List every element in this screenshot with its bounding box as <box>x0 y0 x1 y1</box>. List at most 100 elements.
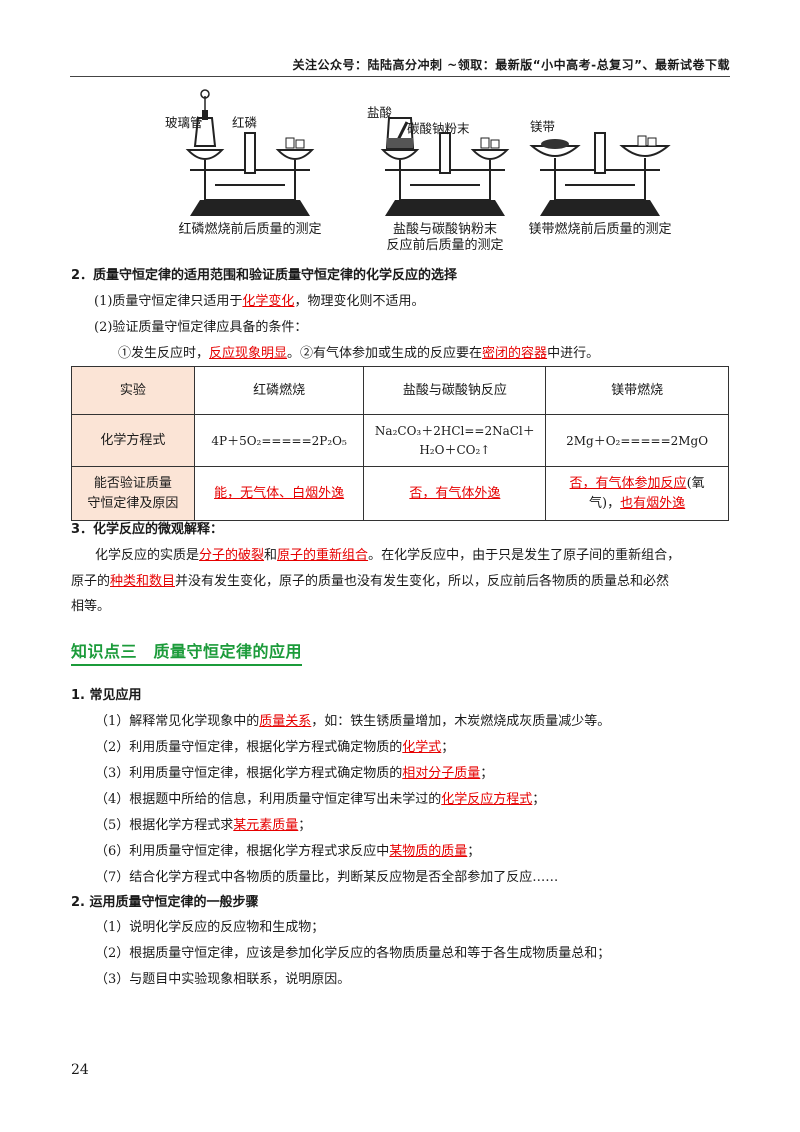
table-header-cell: 盐酸与碳酸钠反应 <box>363 366 547 415</box>
text: 并没有发生变化，原子的质量也没有发生变化，所以，反应前后各物质的质量总和必然 <box>175 574 670 589</box>
text: （2）利用质量守恒定律，根据化学方程式确定物质的 <box>95 740 403 755</box>
answer-line: 气)，也有烟外逸 <box>550 494 724 514</box>
equation-magnesium: 2Mg＋O₂=====2MgO <box>545 414 729 467</box>
table-header-row: 实验 红磷燃烧 盐酸与碳酸钠反应 镁带燃烧 <box>71 366 729 415</box>
answer-text: 化学反应方程式 <box>441 792 533 807</box>
balance-illustration <box>529 132 671 216</box>
answer-text: 某物质的质量 <box>389 844 468 859</box>
text: ； <box>298 818 312 833</box>
text: ； <box>441 740 455 755</box>
answer-obvious-phenomenon: 反应现象明显 <box>209 346 288 361</box>
text: （4）根据题中所给的信息，利用质量守恒定律写出未学过的 <box>95 792 442 807</box>
text: ①发生反应时， <box>118 346 210 361</box>
steps-title: 2. 运用质量守恒定律的一般步骤 <box>71 895 259 910</box>
figure-caption: 盐酸与碳酸钠粉末 反应前后质量的测定 <box>345 222 545 254</box>
application-item: （4）根据题中所给的信息，利用质量守恒定律写出未学过的化学反应方程式； <box>95 790 545 810</box>
paragraph-3-3: 相等。 <box>71 599 111 614</box>
header-divider <box>70 76 730 77</box>
text: 化学反应的实质是 <box>95 548 200 563</box>
answer-cell: 能，无气体、白烟外逸 <box>193 466 365 521</box>
figure-caption-line-2: 反应前后质量的测定 <box>386 238 504 253</box>
text: 和 <box>264 548 278 563</box>
table-row: 化学方程式 4P＋5O₂=====2P₂O₅ Na₂CO₃＋2HCl==2NaC… <box>71 414 729 467</box>
text: ； <box>532 792 546 807</box>
text: (1)质量守恒定律只适用于 <box>94 294 243 309</box>
text: 中进行。 <box>547 346 600 361</box>
answer-text: 分子的破裂 <box>199 548 265 563</box>
text: 气)， <box>589 495 621 511</box>
answer-text: 否，有气体外逸 <box>409 485 501 501</box>
text: ； <box>480 766 494 781</box>
paragraph-2-3: ①发生反应时，反应现象明显。②有气体参加或生成的反应要在密闭的容器中进行。 <box>118 344 599 364</box>
figure-red-phosphorus: 玻璃管 红磷 红磷燃烧前后质量的测定 <box>150 88 350 258</box>
application-item: （5）根据化学方程式求某元素质量； <box>95 816 311 836</box>
paragraph-2-1: (1)质量守恒定律只适用于化学变化，物理变化则不适用。 <box>94 292 424 312</box>
text: 原子的 <box>71 574 111 589</box>
balance-illustration <box>380 117 510 216</box>
answer-text: 否，有气体参加反应 <box>569 475 687 491</box>
figure-hcl-sodium-carbonate: 盐酸 碳酸钠粉末 盐酸与碳酸钠粉末 反应前后质量的测定 <box>345 88 545 258</box>
figure-caption-line-1: 盐酸与碳酸钠粉末 <box>392 222 497 237</box>
section-heading: 知识点三 质量守恒定律的应用 <box>71 638 303 666</box>
answer-line: 否，有气体参加反应(氧 <box>550 474 724 494</box>
experiment-table: 实验 红磷燃烧 盐酸与碳酸钠反应 镁带燃烧 化学方程式 4P＋5O₂=====2… <box>71 366 729 521</box>
answer-text: 某元素质量 <box>233 818 299 833</box>
answer-text: 化学式 <box>402 740 442 755</box>
table-row: 能否验证质量 守恒定律及原因 能，无气体、白烟外逸 否，有气体外逸 否，有气体参… <box>71 466 729 521</box>
text: ； <box>467 844 481 859</box>
paragraph-3-1: 化学反应的实质是分子的破裂和原子的重新组合。在化学反应中，由于只是发生了原子间的… <box>95 546 680 566</box>
section-3-title: 3．化学反应的微观解释： <box>71 522 224 537</box>
text: （5）根据化学方程式求 <box>95 818 234 833</box>
table-header-cell: 实验 <box>71 366 195 415</box>
balance-illustration <box>185 89 315 216</box>
row-label: 能否验证质量 守恒定律及原因 <box>71 466 195 521</box>
figure-magnesium-ribbon: 镁带 镁带燃烧前后质量的测定 <box>500 88 700 258</box>
figure-label-magnesium-ribbon: 镁带 <box>530 119 556 134</box>
equation-line: H₂O＋CO₂↑ <box>419 442 491 457</box>
text: (氧 <box>686 475 705 491</box>
row-label: 化学方程式 <box>71 414 195 467</box>
paragraph-3-2: 原子的种类和数目并没有发生变化，原子的质量也没有发生变化，所以，反应前后各物质的… <box>71 572 669 592</box>
table-header-cell: 红磷燃烧 <box>193 366 365 415</box>
answer-closed-container: 密闭的容器 <box>482 346 548 361</box>
step-item: （2）根据质量守恒定律，应该是参加化学反应的各物质质量总和等于各生成物质量总和； <box>95 946 611 961</box>
page-number: 24 <box>71 1062 89 1078</box>
answer-text: 原子的重新组合 <box>277 548 369 563</box>
equation-hcl-na2co3: Na₂CO₃＋2HCl==2NaCl＋ H₂O＋CO₂↑ <box>363 414 547 467</box>
application-item: （3）利用质量守恒定律，根据化学方程式确定物质的相对分子质量； <box>95 764 493 784</box>
answer-text: 也有烟外逸 <box>620 495 686 511</box>
figure-caption: 镁带燃烧前后质量的测定 <box>528 222 672 237</box>
page-header: 关注公众号：陆陆高分冲刺 ~领取：最新版“小中高考-总复习”、最新试卷下载 <box>292 58 730 72</box>
step-item: （3）与题目中实验现象相联系，说明原因。 <box>95 972 351 987</box>
table-header-cell: 镁带燃烧 <box>545 366 729 415</box>
section-2-title: 2．质量守恒定律的适用范围和验证质量守恒定律的化学反应的选择 <box>71 268 458 283</box>
row-label-line: 能否验证质量 <box>93 475 172 491</box>
text: （3）利用质量守恒定律，根据化学方程式确定物质的 <box>95 766 403 781</box>
text: （1）解释常见化学现象中的 <box>95 714 260 729</box>
figure-caption: 红磷燃烧前后质量的测定 <box>178 222 322 237</box>
text: ，物理变化则不适用。 <box>294 294 425 309</box>
equation-line: Na₂CO₃＋2HCl==2NaCl＋ <box>374 423 535 438</box>
applications-title: 1. 常见应用 <box>71 688 142 703</box>
answer-text: 相对分子质量 <box>402 766 481 781</box>
answer-cell: 否，有气体参加反应(氧 气)，也有烟外逸 <box>545 466 729 521</box>
equation-red-phosphorus: 4P＋5O₂=====2P₂O₅ <box>193 414 365 467</box>
text: 。②有气体参加或生成的反应要在 <box>287 346 483 361</box>
application-item: （1）解释常见化学现象中的质量关系，如：铁生锈质量增加，木炭燃烧成灰质量减少等。 <box>95 712 610 732</box>
text: 。在化学反应中，由于只是发生了原子间的重新组合， <box>368 548 681 563</box>
row-label-line: 守恒定律及原因 <box>87 495 179 511</box>
answer-text: 质量关系 <box>259 714 312 729</box>
application-item: （2）利用质量守恒定律，根据化学方程式确定物质的化学式； <box>95 738 454 758</box>
application-item: （6）利用质量守恒定律，根据化学方程式求反应中某物质的质量； <box>95 842 480 862</box>
paragraph-2-2: (2)验证质量守恒定律应具备的条件： <box>94 320 308 335</box>
text: ，如：铁生锈质量增加，木炭燃烧成灰质量减少等。 <box>311 714 611 729</box>
answer-text: 种类和数目 <box>110 574 176 589</box>
text: （7）结合化学方程式中各物质的质量比，判断某反应物是否全部参加了反应…… <box>95 870 559 885</box>
answer-cell: 否，有气体外逸 <box>363 466 547 521</box>
figure-label-red-phosphorus: 红磷 <box>232 115 258 130</box>
figure-label-hydrochloric-acid: 盐酸 <box>367 105 393 120</box>
figure-label-glass-tube: 玻璃管 <box>165 115 203 130</box>
text: （6）利用质量守恒定律，根据化学方程式求反应中 <box>95 844 390 859</box>
step-item: （1）说明化学反应的反应物和生成物； <box>95 920 325 935</box>
answer-chemical-change: 化学变化 <box>242 294 295 309</box>
